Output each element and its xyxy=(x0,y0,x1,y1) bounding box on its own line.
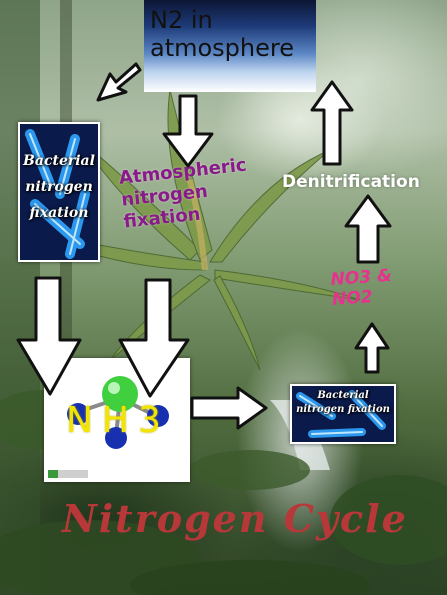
denitrification-label: Denitrification xyxy=(282,172,420,192)
arrow-nh3-to-bacterial-right xyxy=(190,386,268,430)
bacteria-image xyxy=(20,124,98,260)
arrow-atmospheric-to-nh3 xyxy=(118,278,190,398)
bacterial-fixation-box-left: Bacterial nitrogen fixation xyxy=(18,122,100,262)
nh3-label: NH3 xyxy=(66,400,170,441)
ammonia-molecule-image xyxy=(67,376,169,449)
n2-atmosphere-label: N2 in atmosphere xyxy=(150,6,294,62)
arrow-n2-to-atmospheric xyxy=(162,94,214,168)
bacterial-fixation-label-left: Bacterial nitrogen fixation xyxy=(23,153,95,221)
nh3-box: NH3 xyxy=(44,358,190,482)
image-credit-logo xyxy=(48,470,88,478)
arrow-bacterial-to-nh3 xyxy=(16,276,82,396)
bacterial-fixation-label-right: Bacterial nitrogen fixation xyxy=(296,390,390,415)
arrow-no3-to-denitrification xyxy=(344,194,392,264)
bacteria-image xyxy=(292,386,394,442)
arrow-denitrification-to-n2 xyxy=(310,80,354,166)
n2-atmosphere-box: N2 in atmosphere xyxy=(144,0,316,92)
arrow-n2-to-bacterial xyxy=(96,62,142,102)
arrow-bacterial-to-no3 xyxy=(354,322,390,374)
bacterial-fixation-box-right: Bacterial nitrogen fixation xyxy=(290,384,396,444)
diagram-title: Nitrogen Cycle xyxy=(62,496,408,541)
sky-image xyxy=(144,0,316,92)
